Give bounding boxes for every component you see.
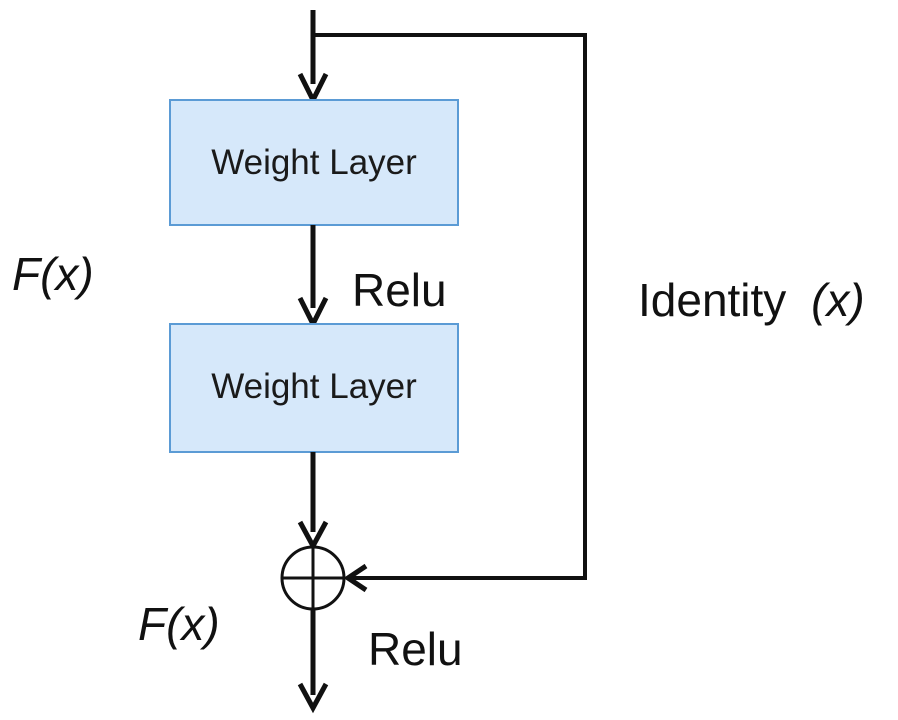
output-arrow	[297, 609, 329, 714]
residual-function-label: F(x)	[12, 248, 94, 300]
inter-layer-arrow	[297, 225, 329, 330]
to-sum-arrow	[297, 452, 329, 552]
identity-shortcut-label: Identity (x)	[638, 274, 865, 326]
sum-node-icon	[280, 545, 346, 611]
weight-layer-2: Weight Layer	[169, 323, 459, 453]
input-arrow	[297, 10, 329, 106]
sum-output-label: F(x)	[138, 598, 220, 650]
weight-layer-1: Weight Layer	[169, 99, 459, 226]
identity-shortcut-path	[313, 33, 587, 593]
relu-label-middle: Relu	[352, 264, 447, 316]
identity-arg: (x)	[811, 274, 865, 326]
weight-layer-2-label: Weight Layer	[211, 367, 417, 406]
weight-layer-1-label: Weight Layer	[211, 143, 417, 182]
relu-label-output: Relu	[368, 623, 463, 675]
identity-word: Identity	[638, 274, 786, 326]
